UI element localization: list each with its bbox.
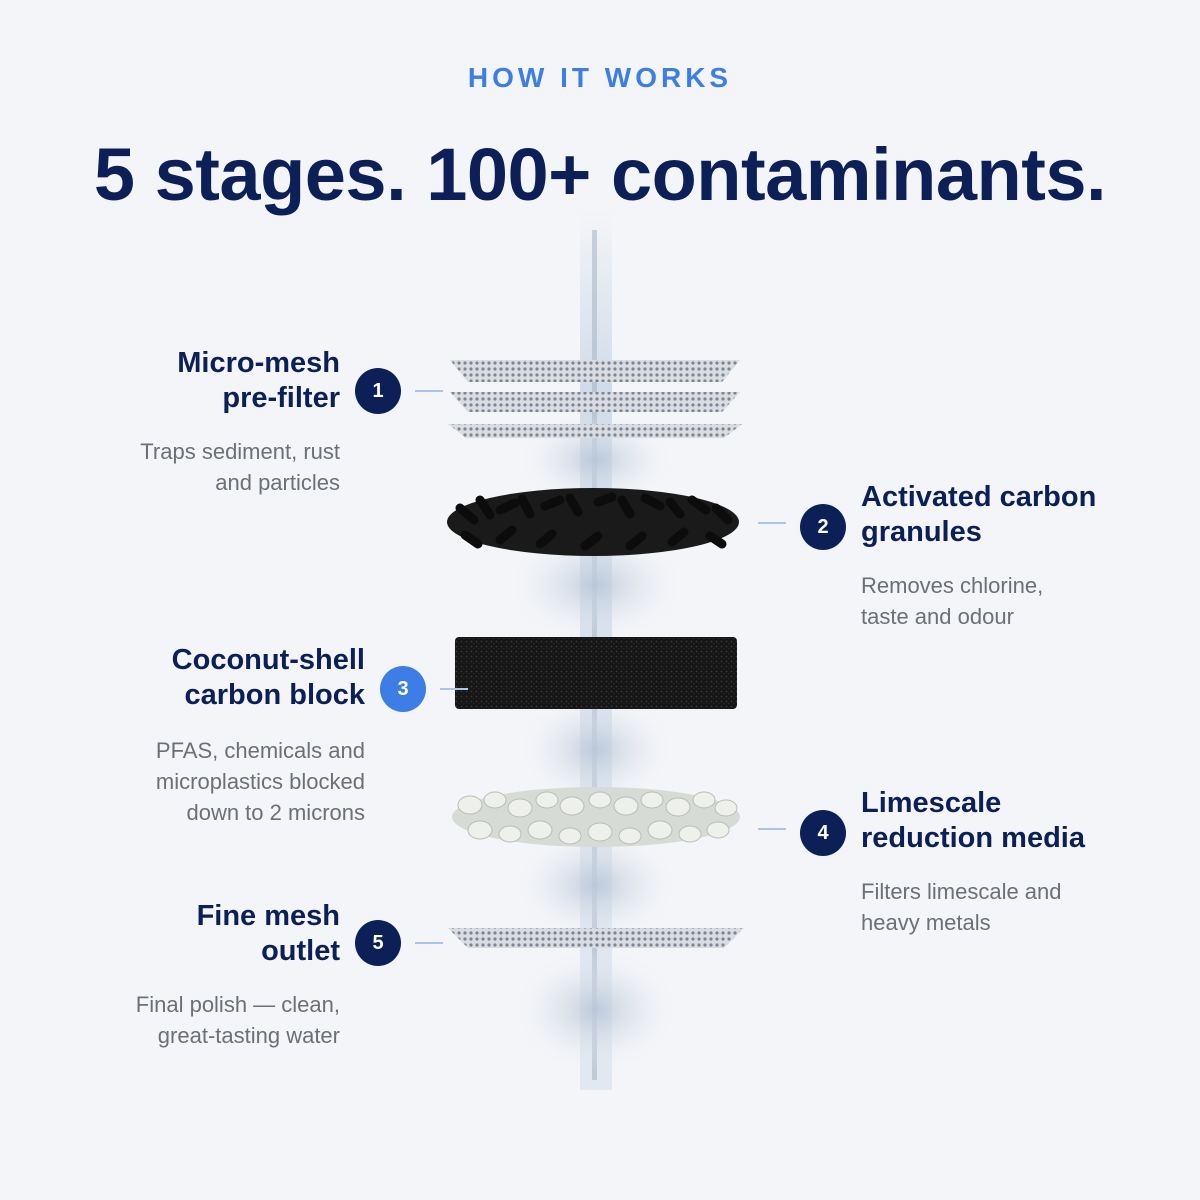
eyebrow-label: HOW IT WORKS [467,62,733,93]
outlet-mesh [448,928,744,948]
stage-4-connector [758,828,786,830]
limescale-media [452,787,740,847]
stage-2-connector [758,522,786,524]
micro-mesh-discs [448,360,742,438]
stage-5-badge: 5 [355,920,401,966]
carbon-granules-ring [447,488,739,556]
stage-1-connector [415,390,443,392]
stage-5-description: Final polish — clean,great-tasting water [135,992,340,1048]
stage-2-badge: 2 [800,504,846,550]
stage-5-connector [415,942,443,944]
carbon-block [455,637,737,709]
headline: 5 stages. 100+ contaminants. [93,133,1107,216]
stage-4-badge: 4 [800,810,846,856]
stage-1-badge: 1 [355,368,401,414]
stage-2-description: Removes chlorine,taste and odour [861,573,1044,629]
stage-3-badge: 3 [380,666,426,712]
stage-3-connector [440,688,468,690]
